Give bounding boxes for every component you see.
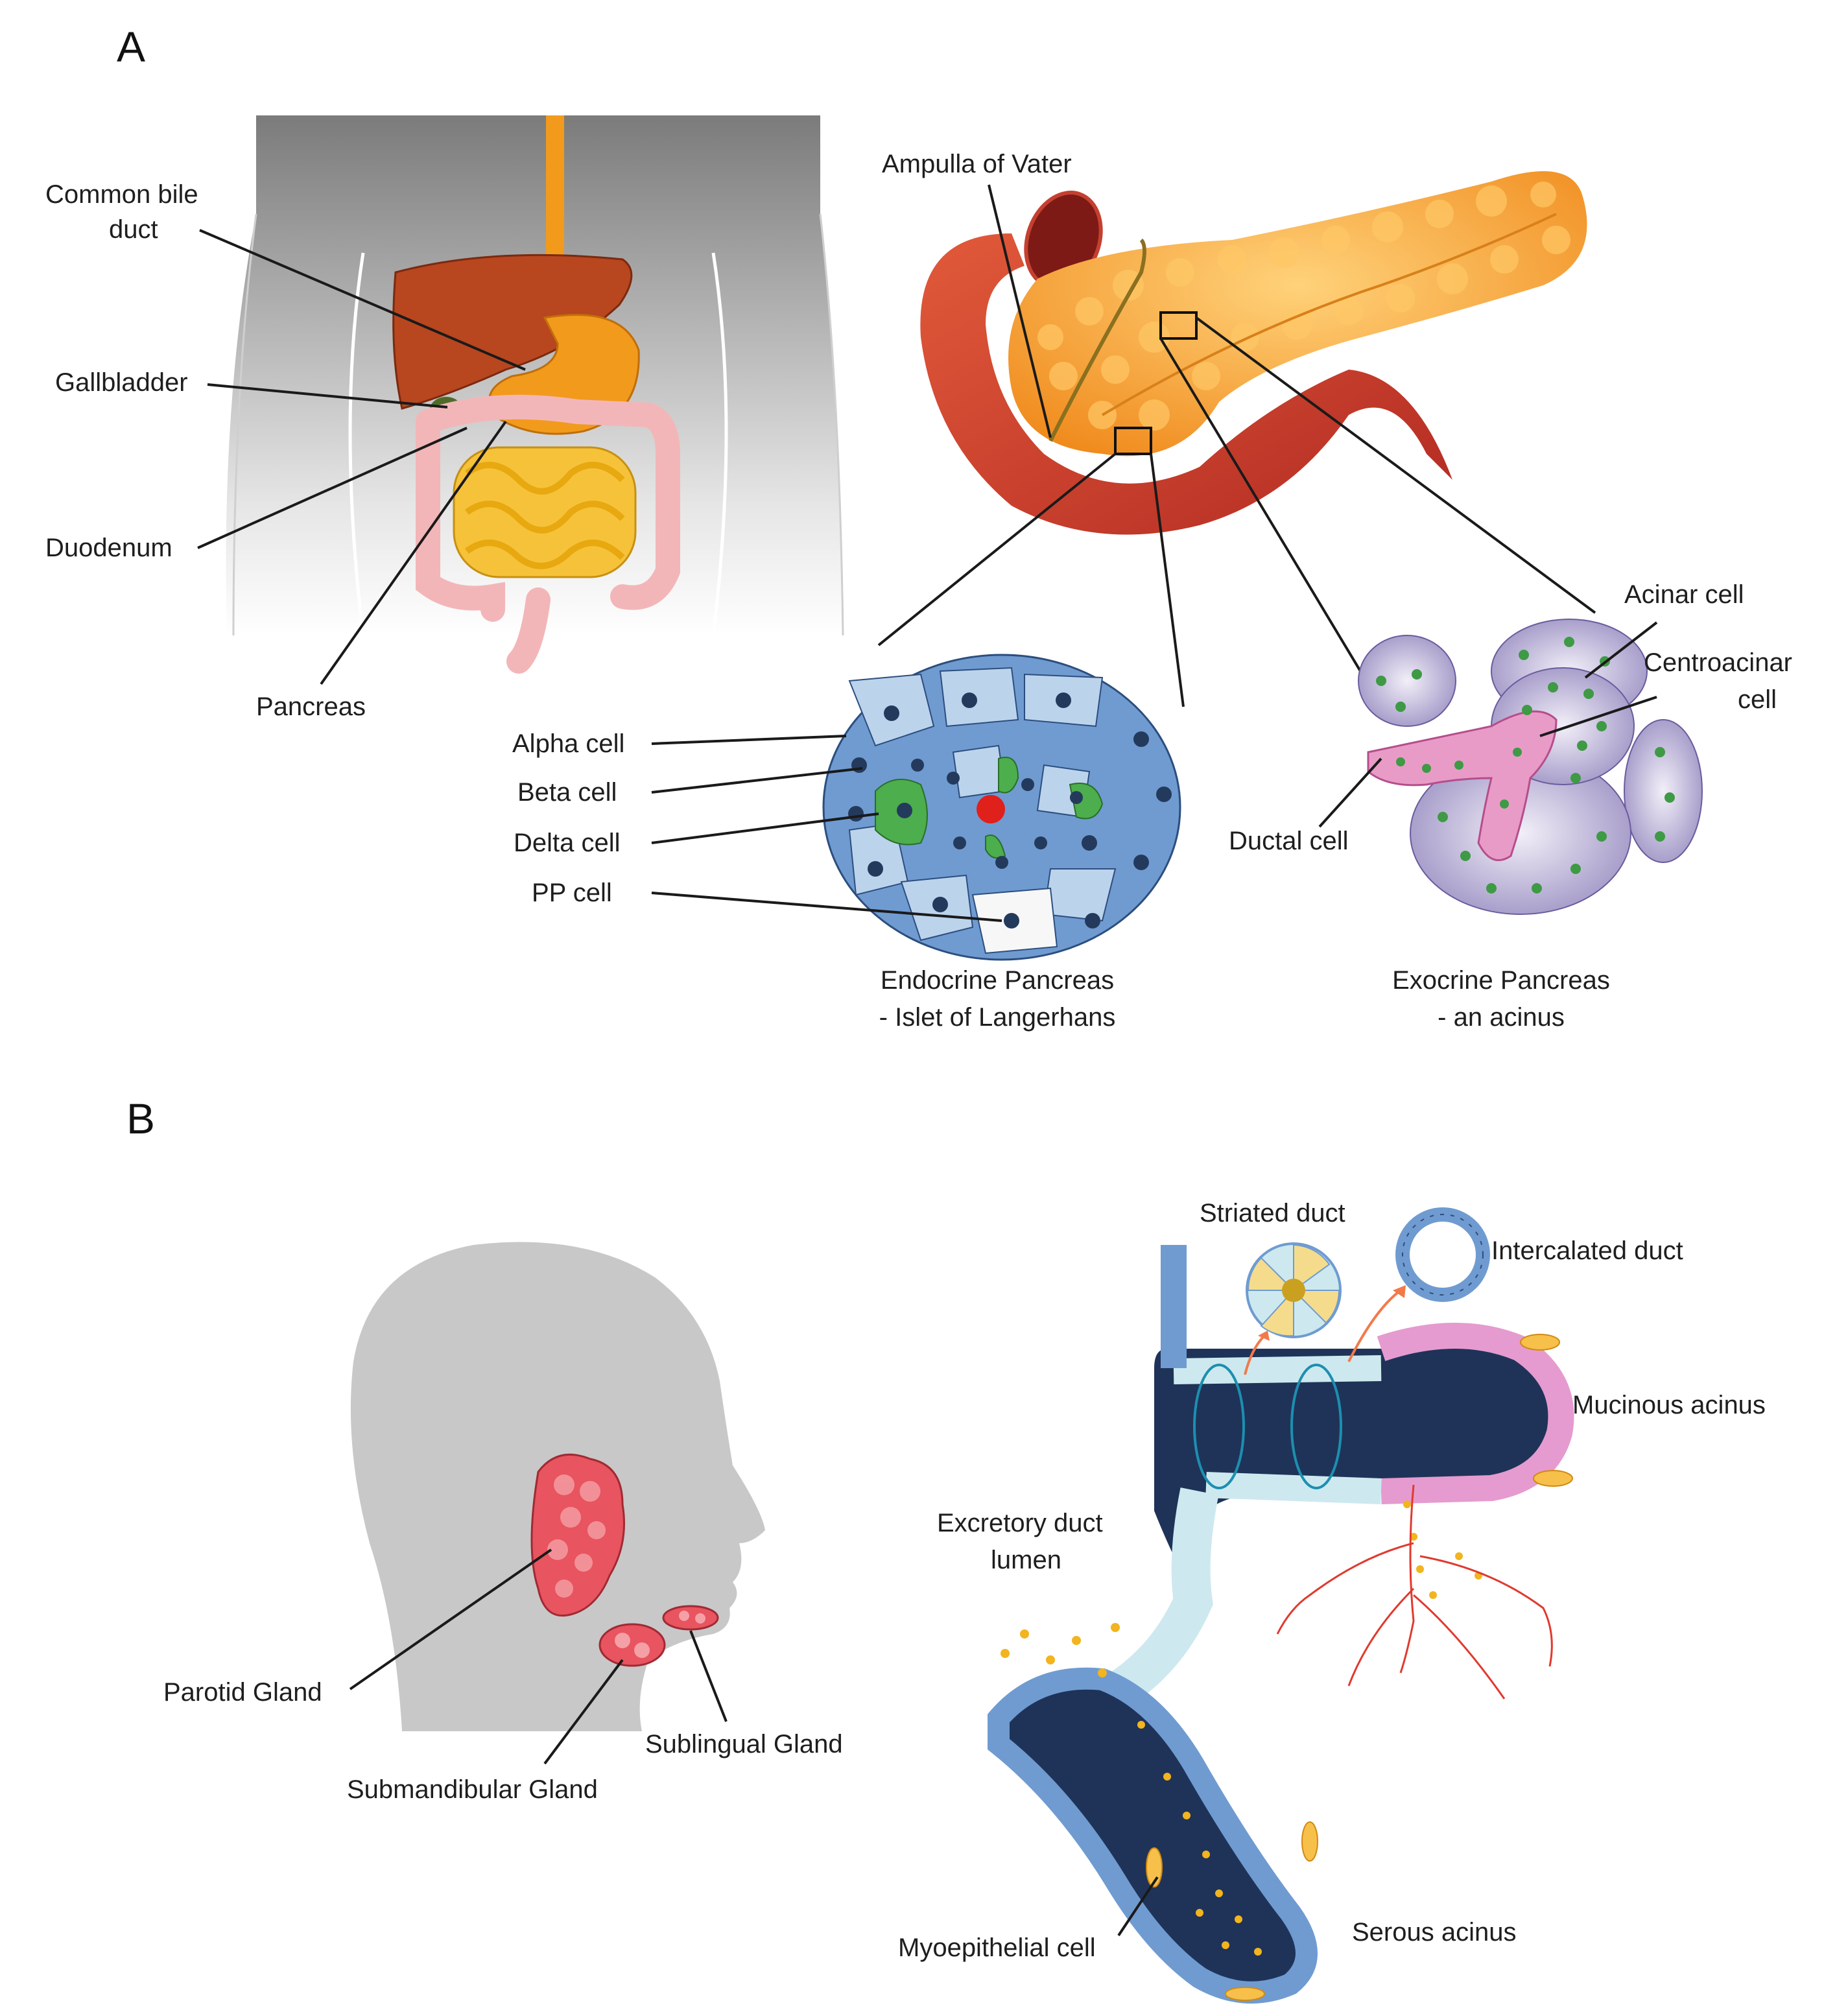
sublingual-gland xyxy=(662,1605,719,1631)
label-pancreas: Pancreas xyxy=(256,692,366,721)
label-delta-cell: Delta cell xyxy=(514,829,621,857)
caption-exocrine-line1: Exocrine Pancreas xyxy=(1392,966,1610,995)
leader-lines-anatomy xyxy=(197,229,526,685)
label-acinar-cell: Acinar cell xyxy=(1624,580,1744,609)
label-centroacinar-cell: Centroacinar xyxy=(1644,648,1792,677)
leader-ampulla xyxy=(988,184,1052,438)
label-myoepithelial-cell: Myoepithelial cell xyxy=(898,1934,1096,1962)
label-intercalated-duct: Intercalated duct xyxy=(1491,1237,1683,1265)
label-serous-acinus: Serous acinus xyxy=(1352,1918,1516,1947)
caption-endocrine-line2: - Islet of Langerhans xyxy=(879,1003,1116,1032)
esophagus xyxy=(546,115,564,265)
leader-lines-glands xyxy=(349,1548,728,1765)
label-parotid-gland: Parotid Gland xyxy=(163,1678,322,1707)
small-intestine xyxy=(453,446,637,578)
zoom-lines xyxy=(877,316,1596,707)
submandibular-gland xyxy=(598,1623,666,1667)
pancreatic-duct xyxy=(1048,238,1146,442)
duodenum-c-loop xyxy=(920,233,1452,535)
label-excretory-duct-lumen: Excretory duct xyxy=(937,1509,1103,1537)
leader-myoepithelial xyxy=(1117,1876,1159,1937)
label-pp-cell: PP cell xyxy=(532,879,612,907)
label-striated-duct: Striated duct xyxy=(1200,1199,1345,1227)
label-common-bile-duct-line2: duct xyxy=(109,215,158,244)
striated-duct-cross-section xyxy=(1246,1242,1342,1338)
panel-b-letter: B xyxy=(126,1095,155,1142)
label-ductal-cell: Ductal cell xyxy=(1229,827,1349,855)
caption-exocrine-line2: - an acinus xyxy=(1438,1003,1565,1032)
large-intestine xyxy=(416,394,680,674)
leader-lines-acinus xyxy=(1318,621,1658,828)
islet-of-langerhans xyxy=(822,654,1181,961)
salivary-duct-system xyxy=(988,1207,1574,2004)
intercalated-duct-cross-section xyxy=(1395,1207,1490,1302)
caption-endocrine-line1: Endocrine Pancreas xyxy=(881,966,1114,995)
label-mucinous-acinus: Mucinous acinus xyxy=(1572,1391,1766,1419)
label-duodenum: Duodenum xyxy=(45,534,172,562)
label-ampulla-of-vater: Ampulla of Vater xyxy=(882,150,1072,178)
label-centroacinar-cell-line2: cell xyxy=(1738,685,1777,714)
intercalated-duct-pink xyxy=(1367,710,1558,862)
label-alpha-cell: Alpha cell xyxy=(512,729,624,758)
label-beta-cell: Beta cell xyxy=(517,778,617,807)
zoom-box-islet xyxy=(1114,427,1152,455)
pancreas-illustration xyxy=(920,171,1587,535)
parotid-gland xyxy=(530,1453,625,1617)
label-common-bile-duct: Common bile xyxy=(45,180,198,209)
leader-lines-islet xyxy=(651,735,1002,922)
label-excretory-duct-lumen-line2: lumen xyxy=(991,1546,1061,1574)
label-submandibular-gland: Submandibular Gland xyxy=(347,1775,598,1804)
panel-a-letter: A xyxy=(117,23,145,71)
exocrine-acinus xyxy=(1358,619,1703,915)
label-gallbladder: Gallbladder xyxy=(55,368,188,397)
label-sublingual-gland: Sublingual Gland xyxy=(645,1730,843,1758)
zoom-box-acinus xyxy=(1159,311,1198,340)
